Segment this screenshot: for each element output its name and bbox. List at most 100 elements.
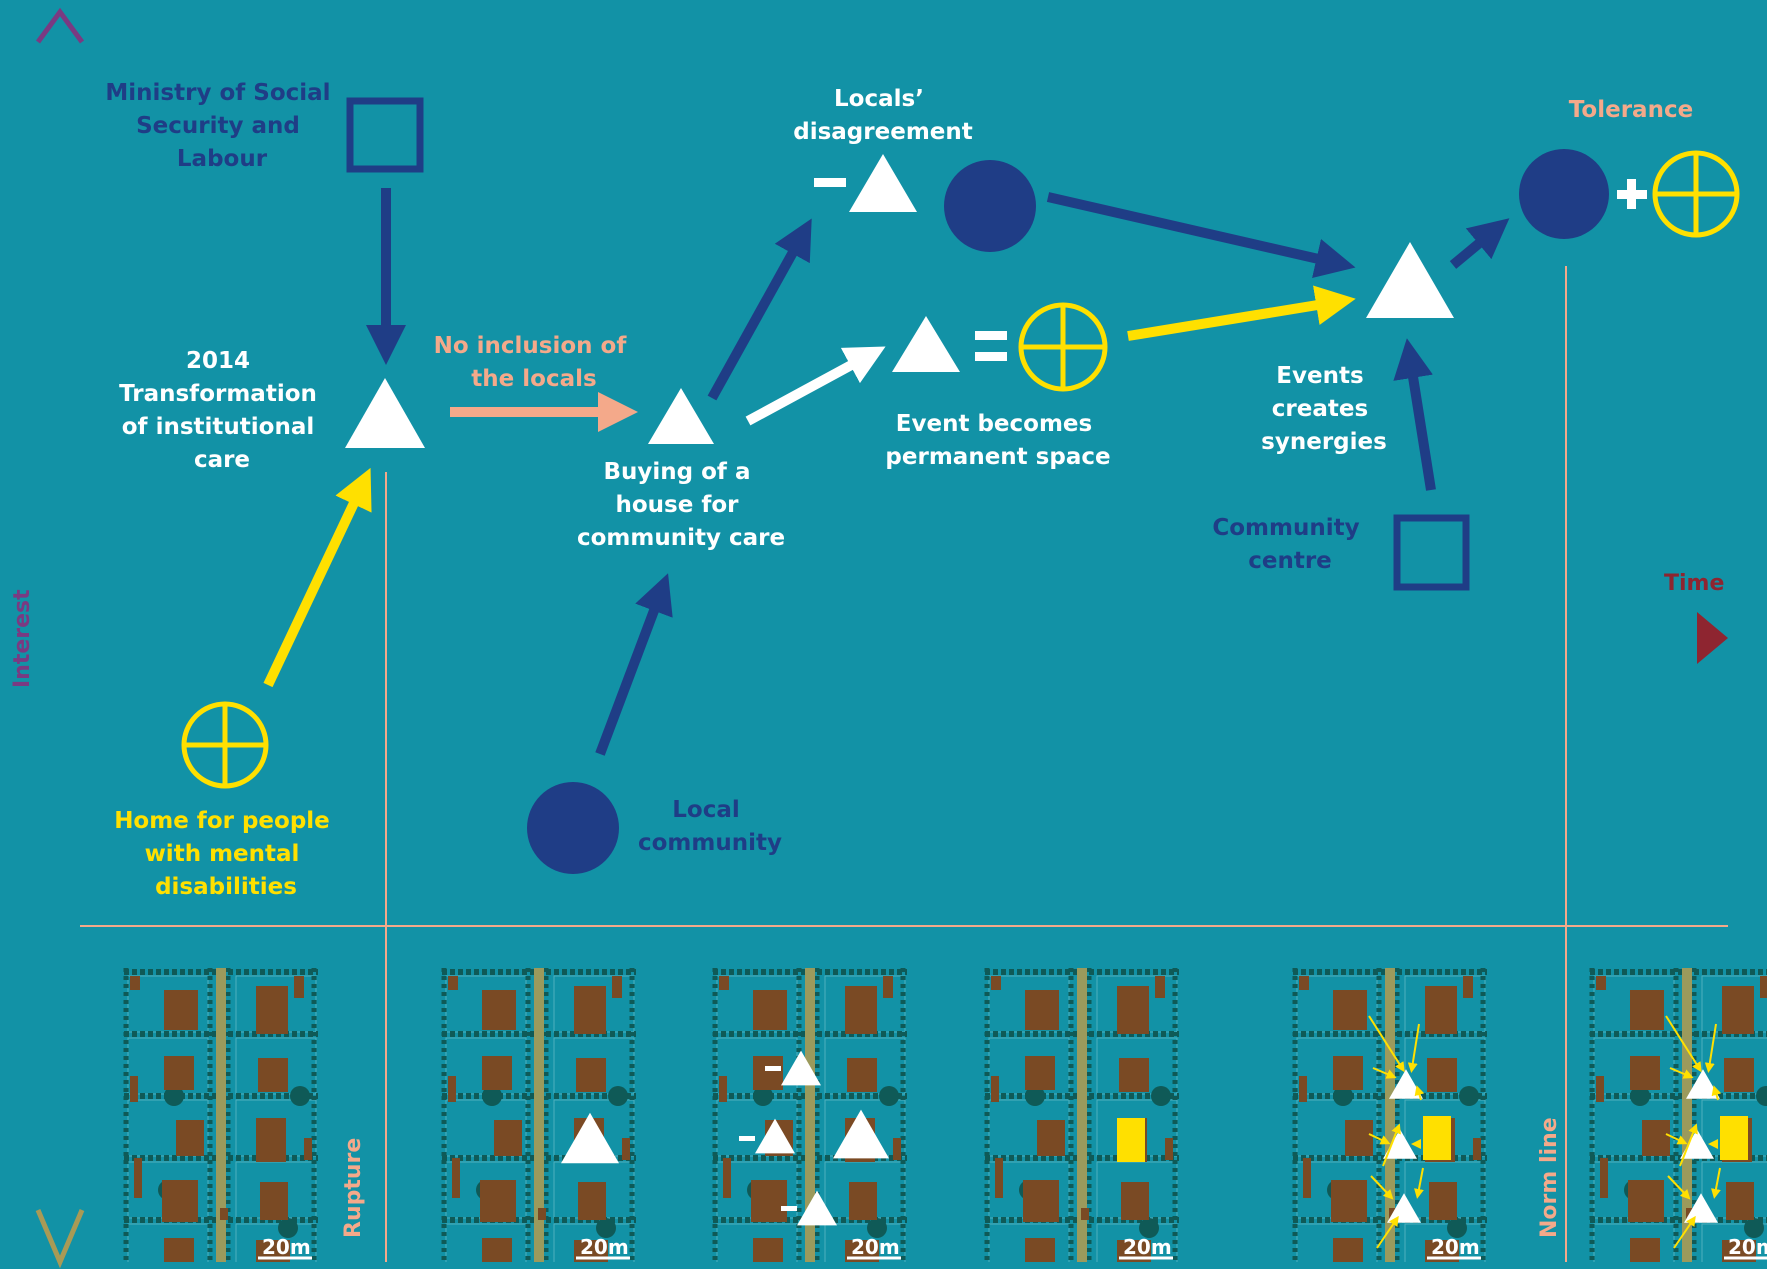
building	[494, 1120, 522, 1156]
attraction-arrow	[1370, 1175, 1394, 1200]
building	[1303, 1158, 1311, 1198]
local-community-label: Local community	[638, 797, 782, 856]
event-crossed-circle-icon	[1018, 302, 1108, 392]
road	[805, 968, 815, 1262]
tree	[164, 1086, 184, 1106]
tolerance-circle-icon	[1519, 149, 1609, 239]
building	[452, 1158, 460, 1198]
arrow-home-to-transformation	[263, 467, 372, 688]
arrow-local-community-to-buying	[595, 573, 673, 756]
building	[130, 1076, 138, 1102]
tree	[608, 1086, 628, 1106]
transformation-label: 2014 Transformation of institutional car…	[119, 348, 325, 473]
building	[1081, 1208, 1089, 1220]
local-community-circle-icon	[527, 782, 619, 874]
attraction-arrow	[1368, 1133, 1391, 1145]
map-minus-icon	[781, 1206, 797, 1211]
map-content: 20m	[984, 968, 1179, 1262]
map-minus-icon	[739, 1136, 755, 1141]
tree	[290, 1086, 310, 1106]
building	[1025, 990, 1059, 1030]
ministry-label: Ministry of Social Security and Labour	[105, 80, 338, 172]
building	[883, 976, 893, 998]
map-content: 20m	[123, 968, 318, 1262]
building	[480, 1180, 516, 1222]
attraction-arrow	[1382, 1123, 1401, 1167]
building	[482, 990, 516, 1030]
norm-line-label: Norm line	[1537, 1117, 1562, 1238]
attraction-arrow	[1679, 1123, 1698, 1167]
synergies-label: Events creates synergies	[1261, 363, 1387, 455]
tree	[1151, 1086, 1171, 1106]
attraction-arrow	[1711, 1085, 1722, 1101]
road	[534, 968, 544, 1262]
building	[1630, 990, 1664, 1030]
building	[164, 1238, 194, 1262]
building	[162, 1180, 198, 1222]
attraction-arrow	[1669, 1067, 1694, 1079]
building	[1117, 986, 1149, 1034]
building	[256, 1118, 286, 1162]
building	[1630, 1056, 1660, 1090]
building	[893, 1138, 901, 1160]
map-triangle-icon	[1387, 1193, 1421, 1223]
locals-circle-icon	[944, 160, 1036, 252]
tree	[1630, 1086, 1650, 1106]
building	[1155, 976, 1165, 998]
building	[164, 1056, 194, 1090]
scale-label: 20m	[580, 1235, 629, 1259]
no-inclusion-label: No inclusion of the locals	[434, 333, 635, 392]
tree	[753, 1086, 773, 1106]
community-centre-label: Community centre	[1212, 515, 1367, 574]
attraction-arrow	[1711, 1167, 1721, 1199]
road	[1385, 968, 1395, 1262]
arrow-event-to-synergies	[1127, 285, 1356, 341]
site-plan-map-3: 20m	[712, 968, 907, 1262]
building	[1642, 1120, 1670, 1156]
site-plan-map-4: 20m	[984, 968, 1179, 1262]
building	[304, 1138, 312, 1160]
building	[538, 1208, 546, 1220]
map-triangle-icon	[1389, 1069, 1423, 1099]
scale-label: 20m	[851, 1235, 900, 1259]
disagreement-label: Locals’ disagreement	[793, 86, 973, 145]
building	[1463, 976, 1473, 998]
home-label: Home for people with mental disabilities	[114, 808, 338, 900]
tree	[596, 1218, 616, 1238]
synergies-triangle-icon	[1366, 242, 1454, 318]
tolerance-label: Tolerance	[1569, 97, 1693, 123]
building	[1726, 1182, 1754, 1220]
home-crossed-circle-icon	[181, 701, 269, 789]
building	[220, 1208, 228, 1220]
ministry-square-icon	[346, 97, 424, 173]
community-centre-square-icon	[1393, 514, 1470, 591]
map-content: 20m	[1292, 968, 1487, 1262]
attraction-arrow	[1665, 1133, 1688, 1145]
building	[847, 1058, 877, 1092]
building	[482, 1238, 512, 1262]
arrow-buying-to-disagreement	[707, 218, 812, 401]
building	[1037, 1120, 1065, 1156]
building	[1119, 1058, 1149, 1092]
building	[1299, 976, 1309, 990]
building	[1429, 1182, 1457, 1220]
tree	[1756, 1086, 1767, 1106]
minus-sign-icon	[814, 178, 846, 187]
attraction-arrow	[1414, 1085, 1425, 1101]
site-plan-map-1: 20m	[123, 968, 318, 1262]
transformation-triangle-icon	[345, 378, 425, 448]
arrow-locals-to-synergies	[1046, 192, 1356, 279]
building	[1299, 1076, 1307, 1102]
building	[849, 1182, 877, 1220]
map-minus-icon	[765, 1066, 781, 1071]
building	[448, 1076, 456, 1102]
building	[574, 986, 606, 1034]
building	[1722, 986, 1754, 1034]
map-content: 20m	[441, 968, 636, 1262]
building	[1600, 1158, 1608, 1198]
building	[991, 1076, 999, 1102]
building	[482, 1056, 512, 1090]
rupture-label: Rupture	[341, 1138, 366, 1238]
attraction-arrow	[1368, 1015, 1405, 1073]
